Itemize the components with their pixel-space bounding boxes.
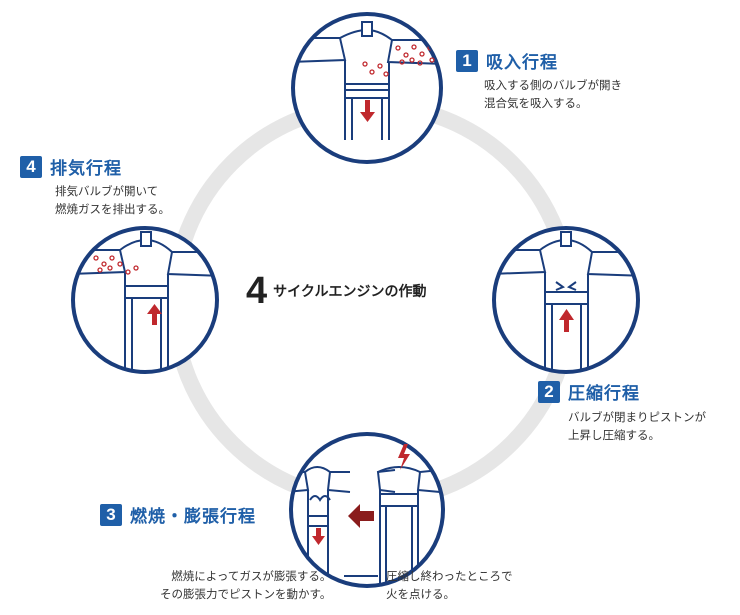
- step-1-desc-line1: 吸入する側のバルブが開き: [484, 78, 622, 92]
- ignition-desc: 圧縮し終わったところで 火を点ける。: [386, 567, 513, 603]
- step-2-desc: バルブが閉まりピストンが 上昇し圧縮する。: [568, 408, 706, 444]
- step-2-title: 圧縮行程: [568, 384, 640, 404]
- compression-illustration: [492, 226, 640, 374]
- ignition-desc-line2: 火を点ける。: [386, 587, 455, 601]
- step-3-desc: 燃焼によってガスが膨張する。 その膨張力でピストンを動かす。: [160, 567, 331, 603]
- exhaust-illustration: [71, 226, 219, 374]
- center-number: 4: [246, 270, 268, 312]
- step-1-badge: 1: [456, 49, 478, 72]
- step-2-badge: 2: [538, 380, 560, 403]
- step-1-desc-line2: 混合気を吸入する。: [484, 96, 588, 110]
- step-3-desc-line2: その膨張力でピストンを動かす。: [160, 587, 332, 601]
- step-3-badge: 3: [100, 503, 122, 526]
- step-1-desc: 吸入する側のバルブが開き 混合気を吸入する。: [484, 76, 622, 112]
- step-4-desc-line1: 排気バルブが開いて: [55, 184, 159, 198]
- center-text: サイクルエンジンの作動: [273, 284, 427, 300]
- ignition-desc-line1: 圧縮し終わったところで: [386, 569, 513, 583]
- intake-illustration: [291, 12, 443, 164]
- step-2-desc-line1: バルブが閉まりピストンが: [568, 410, 706, 424]
- step-3-desc-line1: 燃焼によってガスが膨張する。: [171, 569, 332, 583]
- step-2-desc-line2: 上昇し圧縮する。: [568, 428, 660, 442]
- step-4-title: 排気行程: [50, 159, 122, 179]
- step-4-badge: 4: [20, 155, 42, 178]
- step-1-title: 吸入行程: [486, 53, 558, 73]
- step-4-desc-line2: 燃焼ガスを排出する。: [55, 202, 170, 216]
- combustion-illustration: [289, 432, 445, 588]
- step-2-heading: 2 圧縮行程: [538, 379, 640, 404]
- step-4-heading: 4 排気行程: [20, 154, 122, 179]
- center-title: 4 サイクルエンジンの作動: [246, 272, 426, 310]
- step-1-heading: 1 吸入行程: [456, 48, 558, 73]
- step-4-desc: 排気バルブが開いて 燃焼ガスを排出する。: [55, 182, 170, 218]
- step-3-title: 燃焼・膨張行程: [130, 507, 256, 527]
- step-3-heading: 3 燃焼・膨張行程: [100, 502, 256, 527]
